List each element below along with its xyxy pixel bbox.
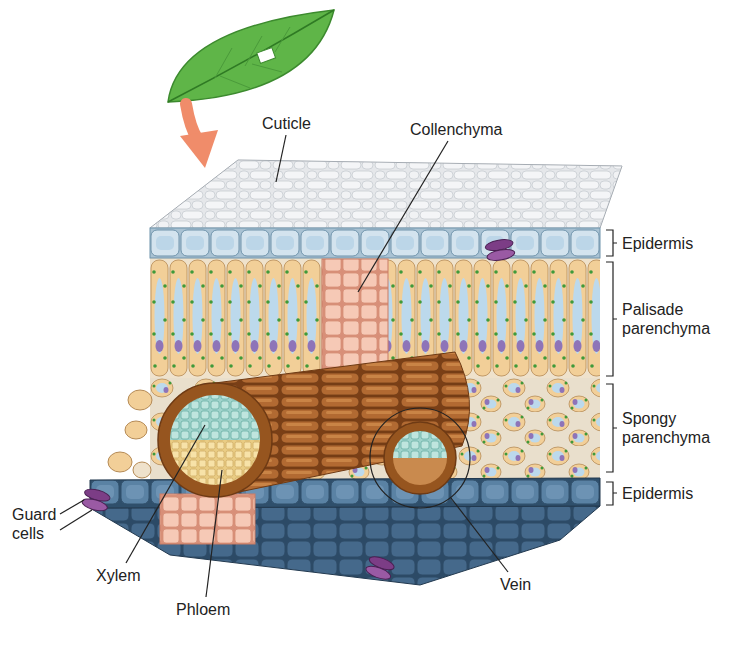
leaf-icon — [168, 10, 334, 102]
leaf-cutout — [257, 48, 276, 64]
callout-circle — [370, 408, 470, 508]
cuticle-surface — [150, 160, 622, 228]
bracket — [606, 262, 617, 376]
guard-cell-pair — [484, 238, 515, 263]
collenchyma-tissue — [322, 259, 388, 378]
part-label: Guard cells — [12, 505, 72, 543]
leaf-midrib — [168, 10, 334, 102]
leader-lines — [60, 135, 508, 597]
xylem-tissue — [170, 395, 260, 440]
leader-line — [206, 470, 222, 597]
vein-section-large — [158, 383, 272, 497]
palisade-layer — [150, 258, 600, 378]
guard-cells — [81, 238, 516, 582]
arrow-head — [180, 130, 218, 168]
spongy-cell — [133, 462, 151, 478]
part-label: Epidermis — [622, 484, 732, 503]
cuticle-sheen — [150, 160, 622, 228]
leader-line — [60, 500, 84, 514]
spongy-cell — [108, 452, 132, 472]
leader-line — [358, 141, 448, 292]
spongy-cell — [125, 421, 147, 439]
leader-line — [276, 135, 286, 182]
xylem-tissue — [393, 431, 447, 458]
part-label: Cuticle — [262, 114, 342, 133]
guard-cell-pair — [364, 554, 395, 582]
bundle-sheath — [384, 422, 456, 494]
guard-cell — [81, 497, 109, 513]
leader-line — [126, 425, 205, 563]
bracket — [606, 482, 617, 505]
layer-brackets — [606, 230, 617, 505]
part-label: Spongy parenchyma — [622, 409, 737, 447]
part-label: Phloem — [176, 600, 256, 619]
part-label: Vein — [500, 575, 570, 594]
loose-spongy-cells — [108, 390, 152, 478]
spongy-cell — [128, 390, 152, 410]
guard-cell — [364, 564, 392, 582]
part-label: Collenchyma — [410, 120, 530, 139]
leader-line — [451, 498, 508, 572]
part-label: Palisade parenchyma — [622, 300, 737, 338]
bracket — [606, 230, 617, 256]
upper-epidermis — [150, 228, 600, 258]
leaf-block — [81, 160, 622, 585]
bundle-sheath — [158, 383, 272, 497]
guard-cell — [486, 248, 515, 263]
leaf-veins — [215, 27, 290, 88]
part-label: Epidermis — [622, 234, 732, 253]
phloem-tissue — [393, 458, 447, 485]
part-label: Xylem — [96, 566, 166, 585]
leader-line — [60, 510, 92, 530]
bracket — [606, 384, 617, 472]
direction-arrow — [180, 104, 218, 168]
guard-cell-pair — [81, 487, 111, 513]
vein-section-small — [370, 408, 470, 508]
leaf-blade — [168, 10, 334, 102]
collenchyma-tissue — [160, 494, 255, 544]
